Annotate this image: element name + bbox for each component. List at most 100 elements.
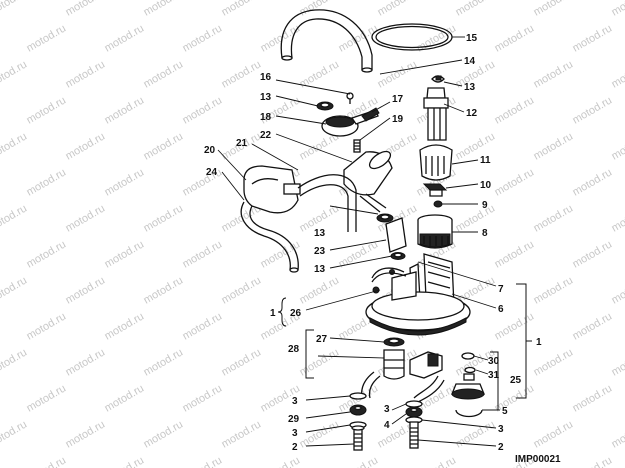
watermark-text: motod.ru: [0, 418, 29, 450]
short-hose-part: [385, 217, 407, 253]
lower-fitting-part: [383, 349, 443, 380]
seal-ring-part: [383, 337, 405, 347]
right-bolt: [409, 421, 419, 449]
watermark-text: motod.ru: [103, 238, 147, 270]
watermark-text: motod.ru: [493, 310, 537, 342]
watermark-text: motod.ru: [25, 310, 69, 342]
watermark-text: motod.ru: [64, 274, 108, 306]
watermark-text: motod.ru: [64, 202, 108, 234]
fuel-filter-part: [343, 150, 393, 213]
watermark-text: motod.ru: [571, 382, 615, 414]
callout-labels: 15 14 13 12 11 10 9 8 7 6 1 16 13 18 17 …: [204, 33, 542, 453]
callout-26: 26: [290, 308, 302, 319]
small-seal-part: [433, 200, 443, 208]
pump-holder-part: [417, 214, 453, 249]
watermark-text: motod.ru: [0, 58, 29, 90]
callout-8: 8: [482, 228, 488, 239]
watermark-text: motod.ru: [181, 22, 225, 54]
watermark-text: motod.ru: [376, 0, 420, 19]
watermark-text: motod.ru: [142, 130, 186, 162]
watermark-text: motod.ru: [25, 382, 69, 414]
callout-3: 3: [292, 396, 298, 407]
watermark-text: motod.ru: [103, 454, 147, 468]
watermark-text: motod.ru: [25, 94, 69, 126]
watermark-text: motod.ru: [493, 22, 537, 54]
watermark-text: motod.ru: [532, 274, 576, 306]
callout-15: 15: [466, 33, 478, 44]
callout-3: 3: [384, 404, 390, 415]
watermark-text: motod.ru: [298, 274, 342, 306]
callout-14: 14: [464, 56, 476, 67]
regulator-top-part: [423, 87, 449, 141]
callout-6: 6: [498, 304, 504, 315]
sensor-unit-part: [243, 165, 301, 214]
watermark-text: motod.ru: [0, 346, 29, 378]
watermark-text: motod.ru: [259, 22, 303, 54]
watermark-text: motod.ru: [532, 202, 576, 234]
callout-17: 17: [392, 94, 404, 105]
callout-13: 13: [464, 82, 476, 93]
watermark-text: motod.ru: [571, 310, 615, 342]
callout-1: 1: [536, 337, 542, 348]
callout-22: 22: [260, 130, 272, 141]
watermark-text: motod.ru: [142, 418, 186, 450]
watermark-text: motod.ru: [220, 58, 264, 90]
watermark-text: motod.ru: [376, 58, 420, 90]
callout-29: 29: [288, 414, 300, 425]
watermark-text: motod.ru: [181, 166, 225, 198]
long-hose-part: [240, 201, 299, 273]
watermark-text: motod.ru: [181, 238, 225, 270]
callout-13: 13: [314, 264, 326, 275]
screw-19-part: [353, 139, 361, 153]
watermark-text: motod.ru: [0, 130, 29, 162]
curved-hose-part: [280, 9, 373, 73]
watermark-text: motod.ru: [25, 166, 69, 198]
watermark-text: motod.ru: [610, 0, 625, 19]
watermark-text: motod.ru: [103, 310, 147, 342]
watermark-text: motod.ru: [571, 22, 615, 54]
watermark-text: motod.ru: [64, 346, 108, 378]
callout-24: 24: [206, 167, 218, 178]
small-screw-part: [346, 92, 354, 104]
watermark-text: motod.ru: [532, 346, 576, 378]
lower-right-hose-part: [413, 375, 445, 403]
watermark-text: motod.ru: [25, 454, 69, 468]
sensor-hose-part: [297, 174, 357, 232]
watermark-text: motod.ru: [610, 130, 625, 162]
watermark-text: motod.ru: [103, 22, 147, 54]
watermark-text: motod.ru: [454, 202, 498, 234]
hose-clamp-lower: [390, 252, 406, 260]
callout-1: 1: [270, 308, 276, 319]
watermark-text: motod.ru: [220, 274, 264, 306]
hose-clamp-mid: [376, 213, 394, 223]
callout-3: 3: [292, 428, 298, 439]
callout-27: 27: [316, 334, 328, 345]
callout-10: 10: [480, 180, 492, 191]
watermark-text: motod.ru: [298, 346, 342, 378]
watermark-text: motod.ru: [493, 238, 537, 270]
watermark-text: motod.ru: [142, 58, 186, 90]
watermark-text: motod.ru: [181, 382, 225, 414]
watermark-text: motod.ru: [220, 346, 264, 378]
callout-13: 13: [260, 92, 272, 103]
watermark-text: motod.ru: [103, 166, 147, 198]
callout-2: 2: [292, 442, 298, 453]
watermark-text: motod.ru: [25, 238, 69, 270]
watermark-text: motod.ru: [532, 0, 576, 19]
callout-4: 4: [384, 420, 390, 431]
watermark-text: motod.ru: [142, 0, 186, 19]
hose-clamp-top-right: [431, 75, 445, 83]
small-o-ring-30: [461, 352, 475, 360]
watermark-text: motod.ru: [259, 238, 303, 270]
watermark-text: motod.ru: [64, 130, 108, 162]
watermark-text: motod.ru: [493, 166, 537, 198]
diagram-code: IMP00021: [515, 454, 561, 465]
watermark-text: motod.ru: [571, 166, 615, 198]
watermark-text: motod.ru: [64, 418, 108, 450]
watermark-text: motod.ru: [220, 0, 264, 19]
grouping-brackets: [277, 283, 532, 411]
callout-31: 31: [488, 370, 500, 381]
watermark-text: motod.ru: [532, 418, 576, 450]
